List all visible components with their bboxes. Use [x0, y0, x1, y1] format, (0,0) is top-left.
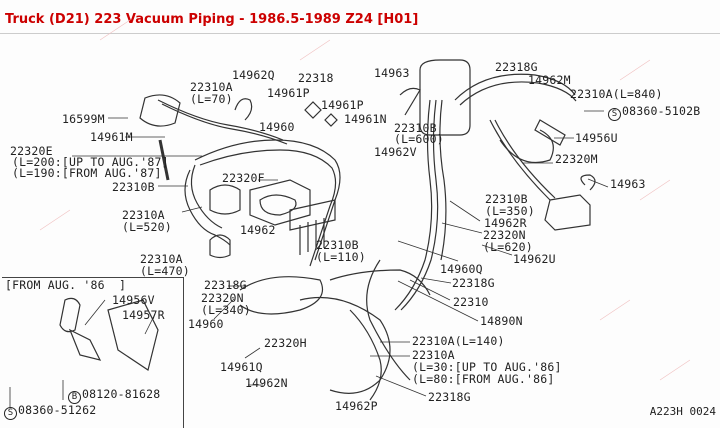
part-label[interactable]: 22318	[298, 71, 334, 85]
reservoir-part	[419, 59, 471, 136]
part-label[interactable]: 22320M	[555, 152, 598, 166]
engine-block-part	[299, 296, 391, 394]
part-label[interactable]: 14961M	[90, 130, 133, 144]
part-label[interactable]: 22318G	[452, 276, 495, 290]
page-title: Truck (D21) 223 Vacuum Piping - 1986.5-1…	[5, 12, 419, 27]
part-label[interactable]: 22310A	[122, 208, 165, 222]
part-label[interactable]: 14962M	[528, 73, 571, 87]
part-label[interactable]: 14961P	[267, 86, 310, 100]
part-label[interactable]: 22310A(L=840)	[570, 87, 663, 101]
part-label[interactable]: 22310	[453, 295, 489, 309]
part-label[interactable]: 16599M	[62, 112, 105, 126]
vsv-part	[534, 119, 566, 146]
part-label[interactable]: 22310B	[394, 121, 437, 135]
diagram-code: A223H 0024	[649, 405, 716, 418]
title-divider	[0, 33, 720, 34]
part-label[interactable]: 22310B	[112, 180, 155, 194]
part-length: (L=520)	[122, 220, 172, 234]
screw-symbol-icon: S	[608, 108, 621, 121]
part-label[interactable]: 22310A	[190, 80, 233, 94]
part-label[interactable]: 14961Q	[220, 360, 263, 374]
part-label[interactable]: 22310B	[316, 238, 359, 252]
screw-symbol-icon: S	[4, 407, 17, 420]
part-label[interactable]: 14963	[610, 177, 646, 191]
part-label[interactable]: 22310A	[412, 348, 455, 362]
bolt-symbol-icon: B	[68, 391, 81, 404]
part-label[interactable]: 22318G	[428, 390, 471, 404]
part-length: (L=80:[FROM AUG.'86]	[412, 372, 555, 386]
part-length: (L=470)	[140, 264, 190, 278]
air-intake-part	[249, 179, 311, 226]
inset-bracket-part	[107, 299, 159, 371]
part-label[interactable]: 14962N	[245, 376, 288, 390]
part-length: (L=30:[UP TO AUG.'86]	[412, 360, 562, 374]
part-label[interactable]: 22310B	[485, 192, 528, 206]
part-label[interactable]: 22320E	[10, 144, 53, 158]
part-label[interactable]: 14960	[188, 317, 224, 331]
part-label[interactable]: 14962U	[513, 252, 556, 266]
part-label[interactable]: 14962R	[484, 216, 527, 230]
canister-part	[209, 184, 241, 215]
part-length: (L=190:[FROM AUG.'87]	[12, 166, 162, 180]
part-label[interactable]: 14962	[240, 223, 276, 237]
part-label[interactable]: 14961N	[344, 112, 387, 126]
valve-part	[544, 194, 591, 231]
inset-panel	[2, 277, 184, 428]
part-length: (L=110)	[316, 250, 366, 264]
part-label[interactable]: 14962V	[374, 145, 417, 159]
part-label[interactable]: 14960	[259, 120, 295, 134]
part-label[interactable]: 14963	[374, 66, 410, 80]
vacuum-tank-part	[139, 94, 181, 127]
part-label[interactable]: 14961P	[321, 98, 364, 112]
part-length: (L=70)	[190, 92, 233, 106]
part-length: (L=340)	[201, 303, 251, 317]
part-label[interactable]: 22310A(L=140)	[412, 334, 505, 348]
part-label[interactable]: 22320N	[201, 291, 244, 305]
part-label[interactable]: 14962Q	[232, 68, 275, 82]
part-label[interactable]: 22318G	[495, 60, 538, 74]
part-label[interactable]: 22320H	[264, 336, 307, 350]
part-length: (L=350)	[485, 204, 535, 218]
part-length: (L=620)	[483, 240, 533, 254]
part-label[interactable]: 22318G	[204, 278, 247, 292]
part-label[interactable]: 22310A	[140, 252, 183, 266]
part-label[interactable]: 22320N	[483, 228, 526, 242]
part-label[interactable]: 14956U	[575, 131, 618, 145]
part-length: (L=200:[UP TO AUG.'87]	[12, 155, 169, 169]
part-label[interactable]: 14957R	[122, 308, 165, 322]
inset-solenoid-part	[59, 297, 102, 361]
part-label[interactable]: 14890N	[480, 314, 523, 328]
part-label[interactable]: 14960Q	[440, 262, 483, 276]
part-label[interactable]: 14962P	[335, 399, 378, 413]
part-label[interactable]: 22320F	[222, 171, 265, 185]
part-length: (L=600)	[394, 132, 444, 146]
inset-heading: [FROM AUG. '86 ]	[5, 278, 127, 292]
part-label[interactable]: 14956V	[112, 293, 155, 307]
